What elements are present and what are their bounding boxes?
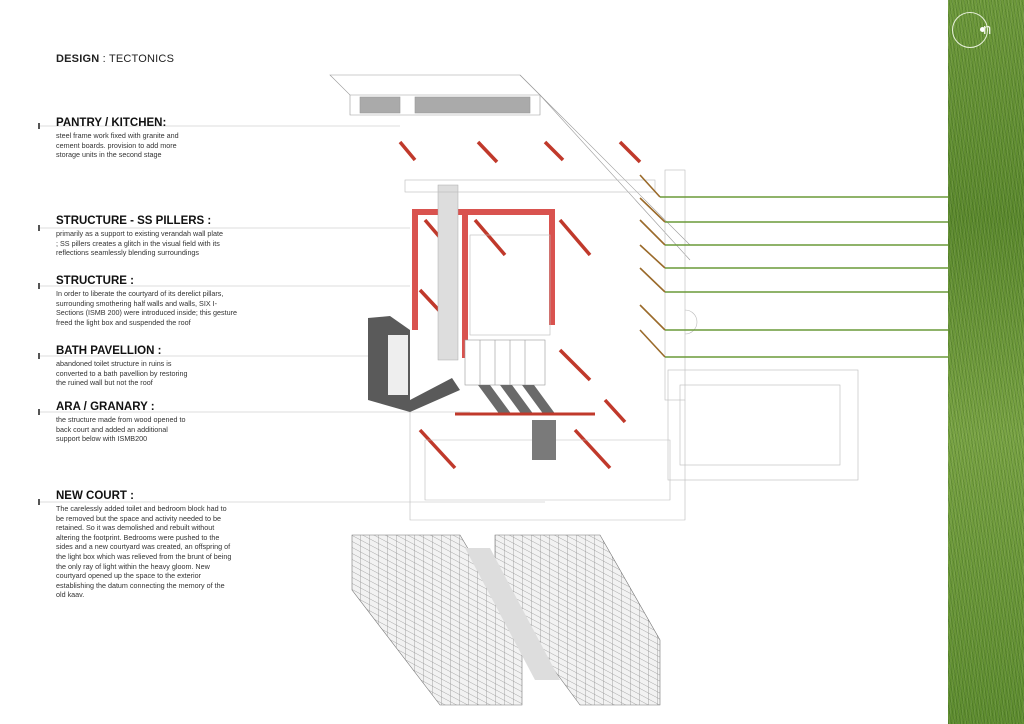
logo-dot [980,27,985,32]
house-outline [404,169,859,521]
leader-tick [38,499,40,505]
leader-tick [38,409,40,415]
leader-tick [38,283,40,289]
note-ara-granary: ARA / GRANARY : the structure made from … [56,401,266,444]
logo-letter: n [983,21,992,38]
leader-tick [38,353,40,359]
note-title: STRUCTURE : [56,275,134,287]
granary [455,339,595,460]
page-title: DESIGN : TECTONICS [56,53,174,65]
note-body: In order to liberate the courtyard of it… [56,289,237,327]
note-body: steel frame work fixed with granite and … [56,131,179,160]
ss-pillar-frame [412,209,555,358]
note-title: BATH PAVELLION : [56,345,162,357]
note-body: primarily as a support to existing veran… [56,229,223,258]
note-title: NEW COURT : [56,490,134,502]
note-ss-pillers: STRUCTURE - SS PILLERS : primarily as a … [56,215,266,258]
note-body: abandoned toilet structure in ruins is c… [56,359,188,388]
wood-beams [639,174,666,358]
grass-lines [660,196,948,358]
bath-pavilion [368,316,460,412]
roof-tiles [351,534,661,706]
leader-lines [40,125,545,503]
note-title: ARA / GRANARY : [56,401,155,413]
design-label: DESIGN [56,53,100,65]
note-pantry-kitchen: PANTRY / KITCHEN: steel frame work fixed… [56,117,266,160]
pantry-unit [329,74,691,261]
note-bath-pavellion: BATH PAVELLION : abandoned toilet struct… [56,345,266,388]
section-label: : TECTONICS [102,53,175,65]
note-title: PANTRY / KITCHEN: [56,117,167,129]
leader-tick [38,225,40,231]
note-title: STRUCTURE - SS PILLERS : [56,215,212,227]
note-body: The carelessly added toilet and bedroom … [56,504,232,600]
note-body: the structure made from wood opened to b… [56,415,186,444]
grass-strip [948,0,1024,724]
glass-panel [437,184,459,361]
logo: n [952,12,992,48]
steel-members [398,140,642,470]
note-new-court: NEW COURT : The carelessly added toilet … [56,490,266,600]
note-structure: STRUCTURE : In order to liberate the cou… [56,275,266,327]
leader-tick [38,123,40,129]
